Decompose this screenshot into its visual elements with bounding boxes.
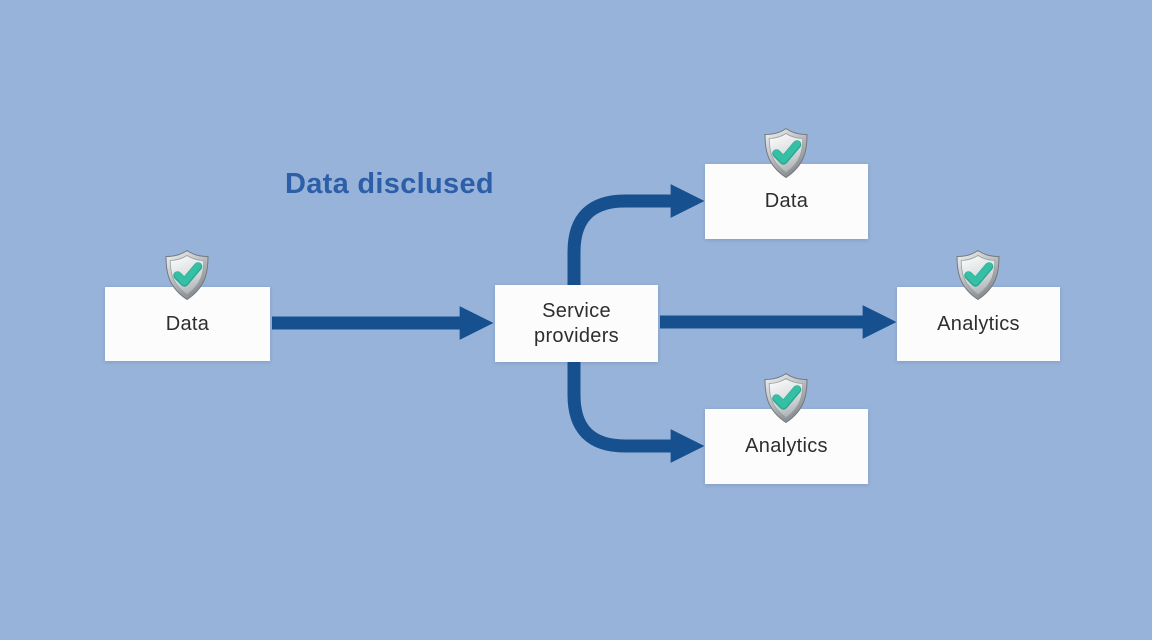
node-label: Analytics [937, 312, 1020, 335]
shield-check-icon [165, 249, 209, 301]
node-label: Data [165, 312, 210, 335]
node-label: Data [764, 190, 809, 212]
edge-hub-to-branch-bottom [567, 355, 705, 463]
edge-hub-to-branch-top [567, 184, 705, 292]
node-label: Service providers [534, 299, 619, 347]
shield-check-icon [956, 249, 1000, 301]
shield-check-icon [764, 372, 808, 424]
node-label: Analytics [745, 435, 828, 457]
node-service-providers: Service providers [495, 285, 658, 362]
diagram-title: Data disclused [285, 168, 494, 200]
node-analytics-bottom: Analytics [705, 409, 868, 484]
shield-check-icon [764, 127, 808, 179]
